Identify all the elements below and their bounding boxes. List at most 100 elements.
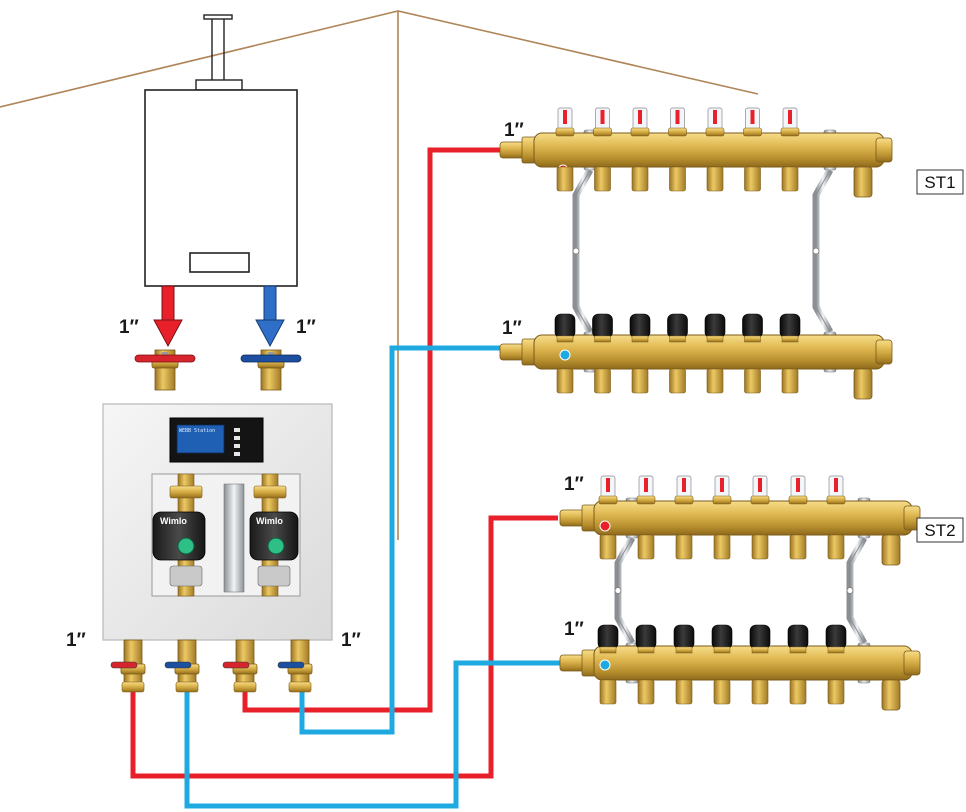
loop-outlet <box>669 368 686 394</box>
loop-outlet <box>631 368 649 394</box>
loop-outlet <box>827 679 845 705</box>
boiler-icon <box>144 89 298 287</box>
bypass-tube <box>223 483 245 593</box>
supply-flow-arrow-icon <box>153 285 183 348</box>
loop-outlet <box>599 534 617 560</box>
pipe-st2-supply <box>130 515 558 779</box>
actuator-cap-icon <box>673 624 695 654</box>
controller-title: WEBB Station <box>179 428 215 434</box>
loop-outlet <box>781 368 799 394</box>
flow-indicator-dot <box>599 659 611 671</box>
house-outline <box>0 10 759 540</box>
actuator-cap-icon <box>704 313 726 343</box>
flowmeter-icon <box>712 475 732 505</box>
flowmeter-icon <box>674 475 694 505</box>
st1-supply-label: 1″ <box>504 120 524 141</box>
return-bar <box>559 645 921 711</box>
pump-controller: WEBB Station <box>169 417 264 463</box>
flowmeter-icon <box>780 107 800 137</box>
flowmeter-icon <box>705 107 725 137</box>
loop-outlet <box>669 166 686 192</box>
flowmeter-icon <box>555 107 575 137</box>
circulation-pump-icon: Wimlo <box>152 511 206 587</box>
actuator-cap-icon <box>597 624 619 654</box>
loop-outlet <box>594 166 611 192</box>
flue-pipe-icon <box>195 14 243 91</box>
flowmeter-icon <box>593 107 612 137</box>
boiler-display <box>189 252 250 273</box>
loop-outlet <box>789 679 807 705</box>
pipe-st1-supply <box>242 147 500 713</box>
boiler-return-label: 1″ <box>296 317 316 338</box>
st2-tag: ST2 <box>916 517 964 543</box>
station-outlet-valves <box>110 639 313 693</box>
loop-outlet <box>751 534 769 560</box>
ball-valve-icon <box>134 349 196 391</box>
actuator-cap-icon <box>742 313 763 343</box>
actuator-cap-icon <box>635 624 657 654</box>
loop-outlet <box>637 679 655 705</box>
flowmeter-icon <box>598 475 618 505</box>
flowmeter-icon <box>636 475 656 505</box>
st1-tag-text: ST1 <box>924 173 955 192</box>
loop-outlet <box>744 166 761 192</box>
pump-brand-right: Wimlo <box>256 516 283 526</box>
mixing-station: WEBB Station Wimlo Wimlo <box>102 403 333 641</box>
actuator-cap-icon <box>629 313 651 343</box>
loop-outlet <box>781 166 799 192</box>
return-bar <box>499 334 893 400</box>
loop-outlet <box>556 368 574 394</box>
actuator-cap-icon <box>779 313 801 343</box>
manifold-st2 <box>559 475 921 711</box>
flowmeter-icon <box>788 475 808 505</box>
loop-outlet <box>713 534 731 560</box>
loop-outlet <box>637 534 655 560</box>
pump-brand-left: Wimlo <box>160 516 187 526</box>
st1-return-label: 1″ <box>502 318 522 339</box>
loop-outlet <box>675 534 693 560</box>
ball-valve-icon <box>164 639 200 693</box>
pipe-st2-return <box>184 660 560 809</box>
loop-outlet <box>556 166 574 192</box>
ball-valve-icon <box>240 349 302 391</box>
loop-outlet <box>751 679 769 705</box>
pipe-st1-return <box>299 345 500 735</box>
loop-outlet <box>631 166 649 192</box>
return-flow-arrow-icon <box>255 285 285 348</box>
manifold-st1 <box>499 107 893 400</box>
loop-outlet <box>706 368 724 394</box>
boiler-supply-label: 1″ <box>119 317 139 338</box>
flowmeter-icon <box>743 107 762 137</box>
st2-tag-text: ST2 <box>924 521 955 540</box>
loop-outlet <box>706 166 724 192</box>
loop-outlet <box>675 679 693 705</box>
ball-valve-icon <box>110 639 146 693</box>
actuator-cap-icon <box>825 624 847 654</box>
st2-supply-label: 1″ <box>564 474 584 495</box>
actuator-cap-icon <box>667 313 688 343</box>
actuator-cap-icon <box>787 624 809 654</box>
pipework <box>130 147 560 809</box>
actuator-cap-icon <box>592 313 613 343</box>
actuator-cap-icon <box>711 624 733 654</box>
actuator-cap-icon <box>554 313 576 343</box>
flow-indicator-dot <box>599 520 611 532</box>
circulation-pump-icon: Wimlo <box>249 511 299 587</box>
flowmeter-icon <box>826 475 846 505</box>
loop-outlet <box>744 368 761 394</box>
supply-bar <box>499 132 893 198</box>
loop-outlet <box>594 368 611 394</box>
supply-bar <box>559 500 921 566</box>
actuator-cap-icon <box>749 624 771 654</box>
flowmeter-icon <box>630 107 650 137</box>
ball-valve-icon <box>277 639 313 693</box>
manifolds <box>499 107 921 711</box>
flowmeter-icon <box>668 107 687 137</box>
flowmeter-icon <box>750 475 770 505</box>
controller-screen <box>176 424 225 454</box>
loop-outlet <box>713 679 731 705</box>
loop-outlet <box>599 679 617 705</box>
st1-tag: ST1 <box>916 169 964 195</box>
st2-return-label: 1″ <box>564 619 584 640</box>
